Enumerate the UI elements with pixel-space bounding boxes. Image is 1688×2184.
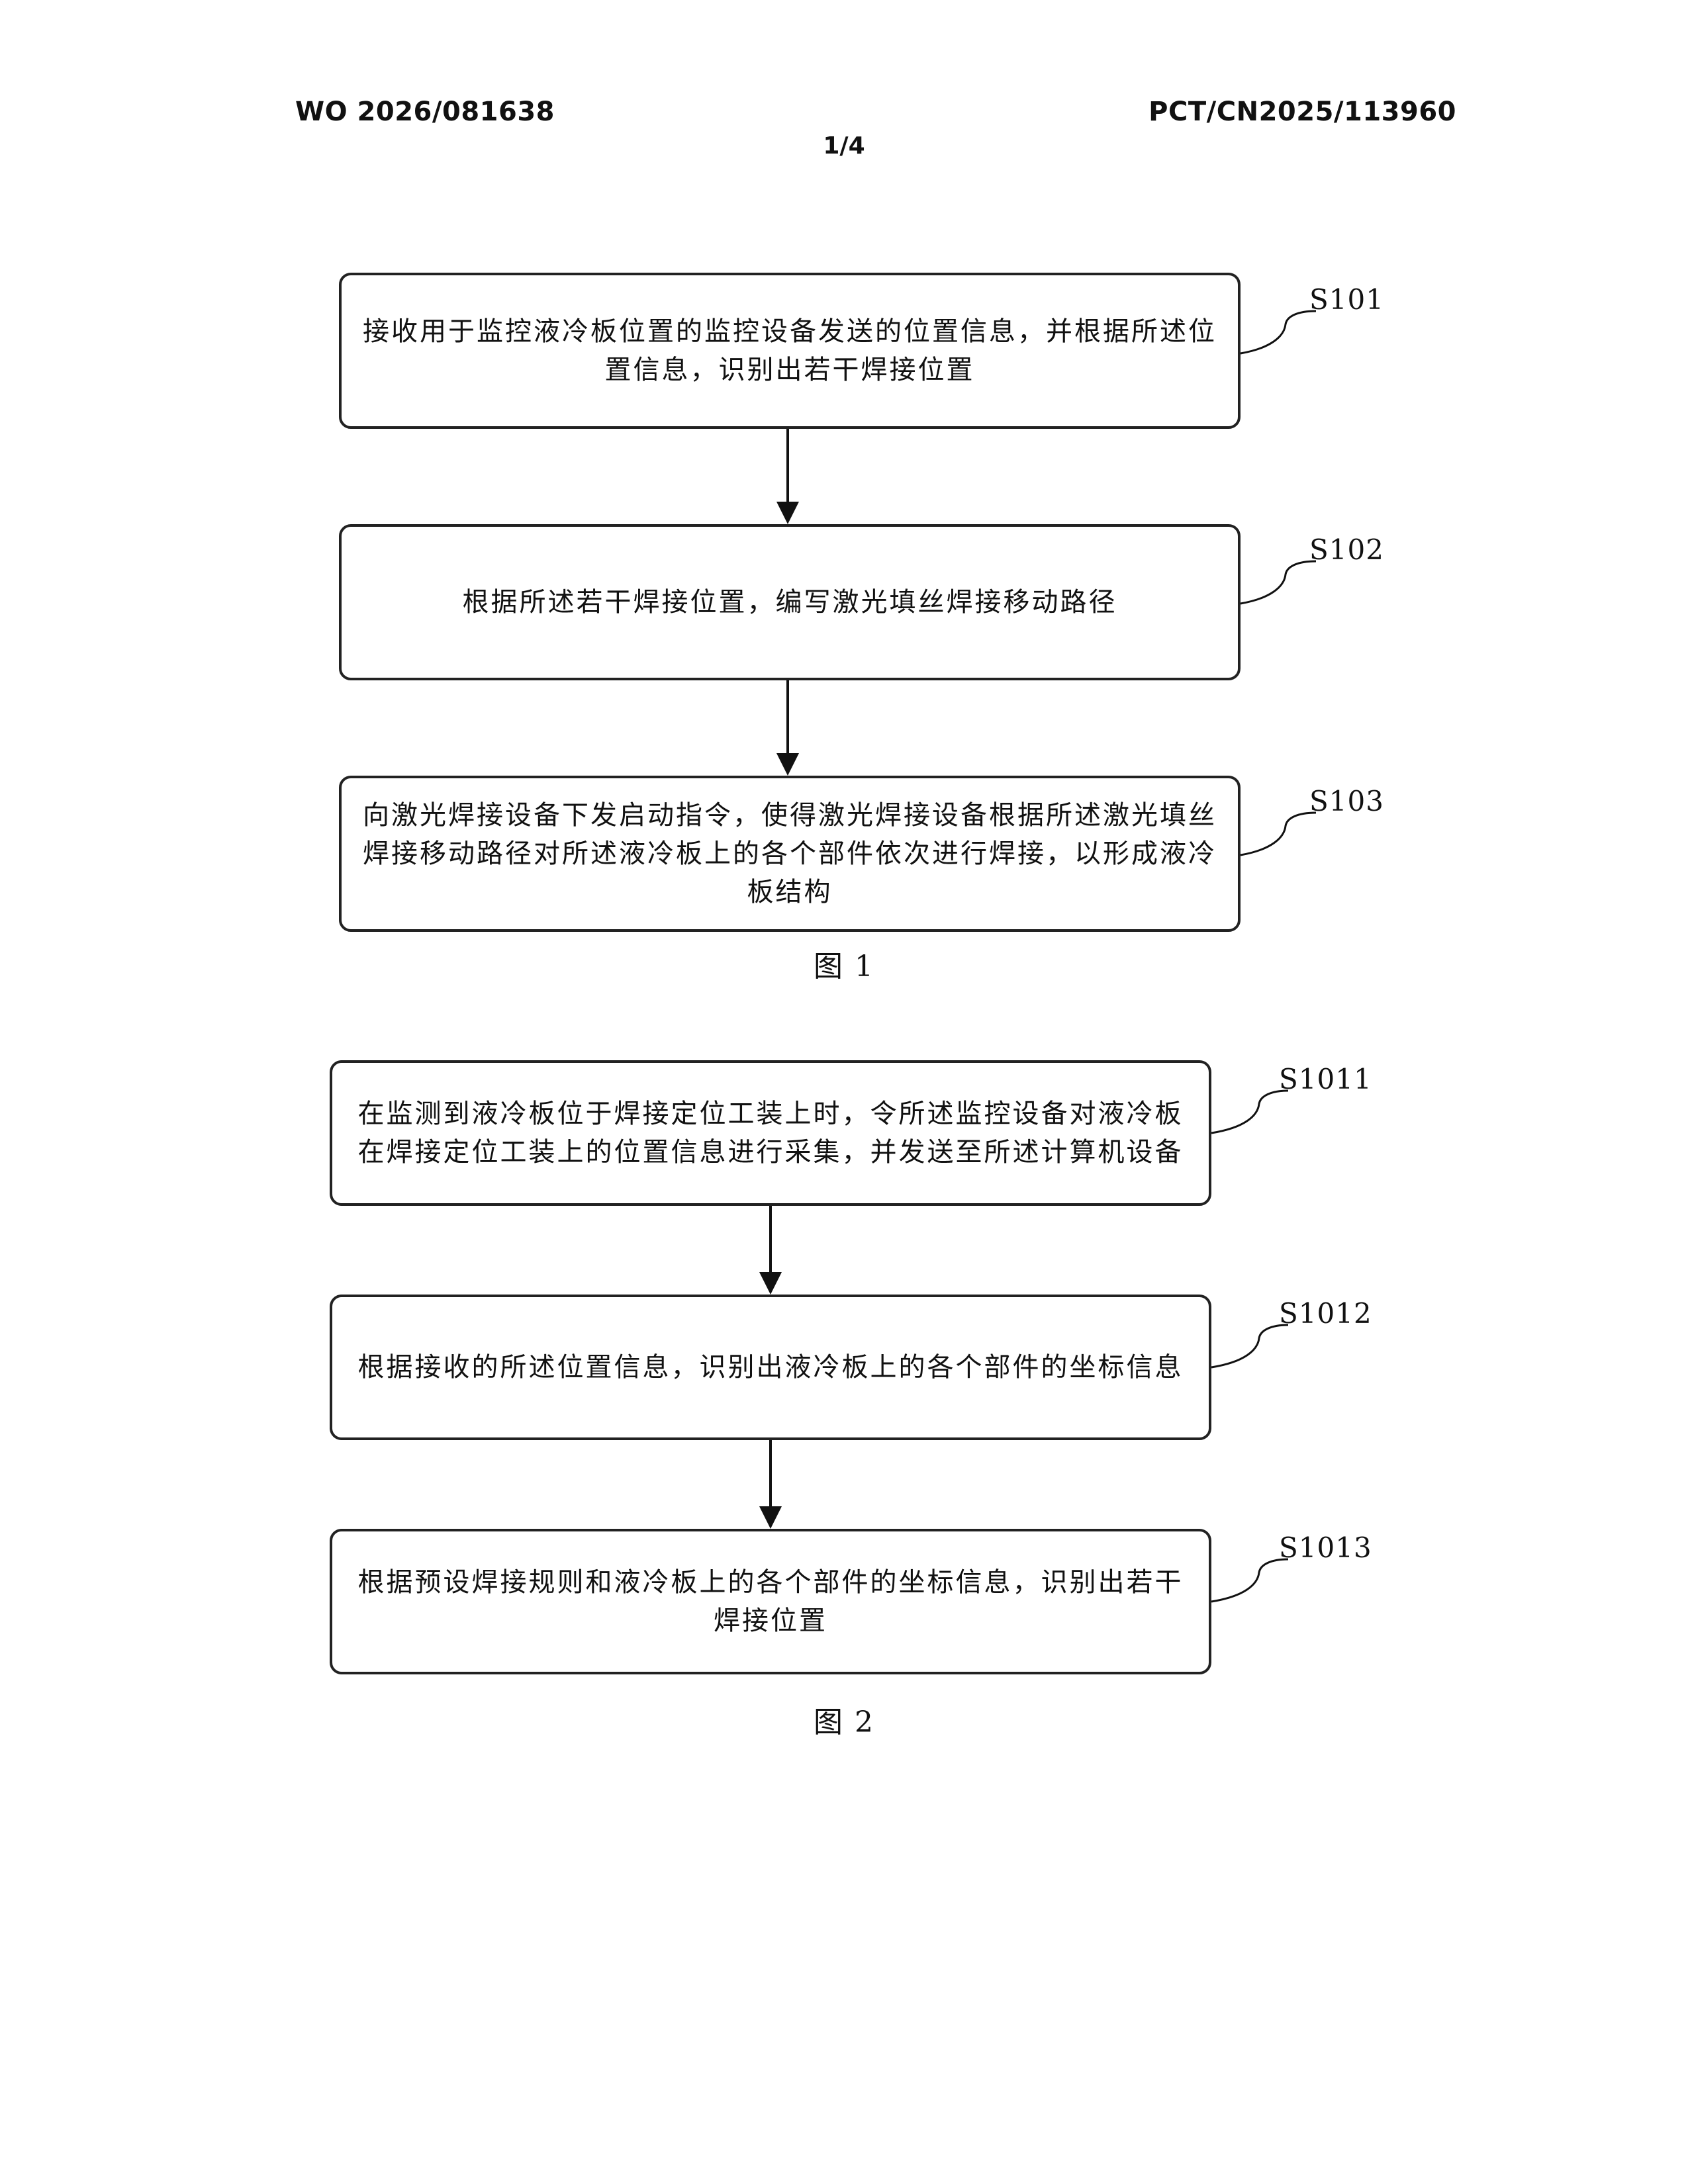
fig2-step-s1011-box: 在监测到液冷板位于焊接定位工装上时，令所述监控设备对液冷板在焊接定位工装上的位置… (330, 1060, 1211, 1206)
fig2-leader-s1013 (1211, 1559, 1288, 1602)
fig2-step-s1012-text: 根据接收的所述位置信息，识别出液冷板上的各个部件的坐标信息 (358, 1348, 1184, 1387)
fig2-step-s1013-box: 根据预设焊接规则和液冷板上的各个部件的坐标信息，识别出若干焊接位置 (330, 1529, 1211, 1674)
fig2-arrow-s1011-s1012 (759, 1206, 782, 1295)
fig1-step-s102-box: 根据所述若干焊接位置，编写激光填丝焊接移动路径 (339, 524, 1241, 680)
fig1-step-s103-box: 向激光焊接设备下发启动指令，使得激光焊接设备根据所述激光填丝焊接移动路径对所述液… (339, 776, 1241, 932)
fig1-arrow-s102-s103 (776, 680, 799, 776)
fig1-step-s101-text: 接收用于监控液冷板位置的监控设备发送的位置信息，并根据所述位置信息，识别出若干焊… (359, 312, 1221, 389)
figure1-caption: 图 1 (0, 942, 1688, 985)
fig1-arrow-s101-s102 (776, 429, 799, 524)
fig2-leader-s1011 (1211, 1091, 1288, 1133)
fig1-step-s101-box: 接收用于监控液冷板位置的监控设备发送的位置信息，并根据所述位置信息，识别出若干焊… (339, 273, 1241, 429)
fig2-step-s1011-label: S1011 (1279, 1063, 1372, 1095)
fig2-step-s1013-text: 根据预设焊接规则和液冷板上的各个部件的坐标信息，识别出若干焊接位置 (350, 1563, 1192, 1640)
fig2-step-s1011-text: 在监测到液冷板位于焊接定位工装上时，令所述监控设备对液冷板在焊接定位工装上的位置… (350, 1095, 1192, 1171)
fig1-step-s103-label: S103 (1309, 785, 1384, 817)
fig1-step-s103-text: 向激光焊接设备下发启动指令，使得激光焊接设备根据所述激光填丝焊接移动路径对所述液… (359, 796, 1221, 911)
fig1-step-s101-label: S101 (1309, 283, 1384, 316)
fig1-step-s102-label: S102 (1309, 533, 1384, 566)
fig1-step-s102-text: 根据所述若干焊接位置，编写激光填丝焊接移动路径 (463, 583, 1117, 621)
fig2-step-s1013-label: S1013 (1279, 1531, 1372, 1564)
figure2-caption: 图 2 (0, 1698, 1688, 1741)
fig2-arrow-s1012-s1013 (759, 1440, 782, 1529)
fig1-leader-s102 (1241, 561, 1316, 604)
fig1-leader-s101 (1241, 311, 1316, 353)
fig1-leader-s103 (1241, 813, 1316, 855)
fig2-step-s1012-box: 根据接收的所述位置信息，识别出液冷板上的各个部件的坐标信息 (330, 1295, 1211, 1440)
fig2-step-s1012-label: S1012 (1279, 1297, 1372, 1330)
fig2-leader-s1012 (1211, 1325, 1288, 1367)
